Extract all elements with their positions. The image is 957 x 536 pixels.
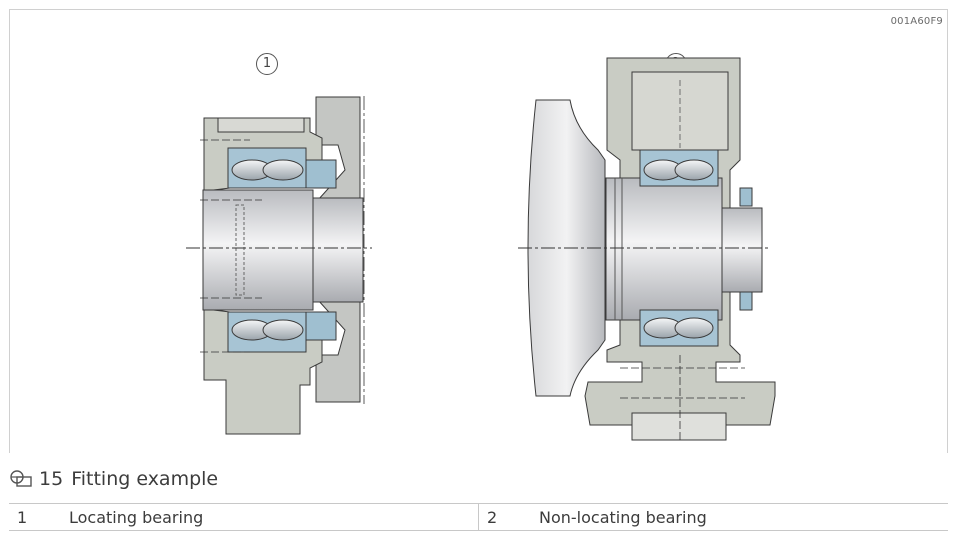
- locating-bearing-drawing: [186, 96, 372, 435]
- non-locating-bearing-drawing: [518, 57, 776, 441]
- legend-table: 1 Locating bearing 2 Non-locating bearin…: [9, 503, 948, 531]
- callout-1: 1: [256, 53, 278, 75]
- figure-title: Fitting example: [71, 468, 219, 490]
- figure-number: 15: [39, 468, 64, 490]
- figure-code: 001A60F9: [890, 16, 943, 27]
- legend-label: Non-locating bearing: [539, 507, 707, 527]
- legend-number: 2: [487, 507, 498, 527]
- legend-item: 2 Non-locating bearing: [478, 504, 948, 530]
- legend-item: 1 Locating bearing: [9, 504, 478, 530]
- legend-number: 1: [17, 507, 28, 527]
- fitting-drawing: [186, 57, 776, 441]
- figure-frame: [9, 9, 948, 453]
- figure-icon: [10, 470, 32, 487]
- legend-label: Locating bearing: [69, 507, 204, 527]
- figure-caption: 15 Fitting example: [9, 464, 948, 494]
